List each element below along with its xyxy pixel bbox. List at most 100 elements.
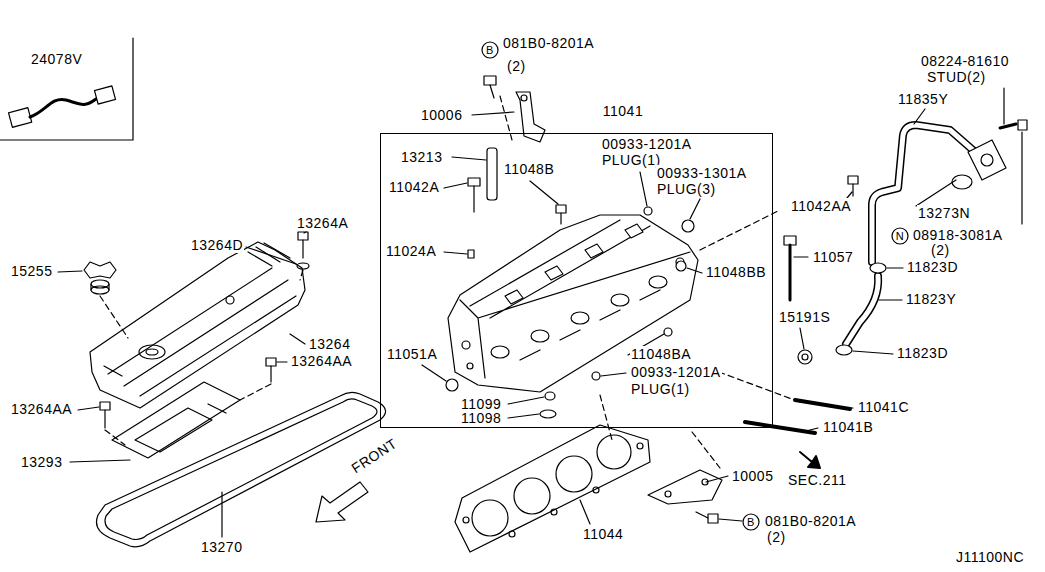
leader-line xyxy=(290,334,305,344)
valve-cover-drawing xyxy=(139,345,165,359)
head-gasket-drawing xyxy=(597,435,631,469)
plug-drawing xyxy=(545,392,555,400)
head-gasket-drawing xyxy=(455,425,650,552)
dashed-assembly-line xyxy=(692,432,720,468)
pipe-drawing xyxy=(872,120,1027,262)
callout-number: 10005 xyxy=(731,468,774,484)
bolt-drawing xyxy=(473,186,474,212)
inset-frame xyxy=(0,38,133,140)
dashed-assembly-line xyxy=(105,430,125,445)
callout-number: 11835Y xyxy=(897,91,949,107)
valve-cover-drawing xyxy=(226,296,234,304)
section-reference: SEC.211 xyxy=(787,472,848,488)
bolt-part-number: 081B0-8201A xyxy=(764,513,857,529)
dashed-assembly-line xyxy=(300,270,303,280)
cylinder-head-drawing xyxy=(491,346,509,358)
baffle-drawing xyxy=(112,382,240,458)
head-gasket-drawing xyxy=(455,425,650,552)
leader-line xyxy=(706,476,728,482)
valve-cover-drawing xyxy=(104,366,122,376)
oil-cap-drawing xyxy=(84,262,116,278)
bolt-drawing xyxy=(302,240,303,258)
leader-line xyxy=(794,256,808,257)
leader-line xyxy=(452,157,486,160)
leader-line xyxy=(853,351,893,354)
stud-part-number: 08224-81610 xyxy=(920,53,1010,69)
head-gasket-drawing xyxy=(514,478,550,514)
callout-number: 10006 xyxy=(420,107,463,123)
callout-number: 11024A xyxy=(385,243,437,259)
cylinder-head-drawing xyxy=(649,276,667,288)
bracket-drawing xyxy=(743,514,759,530)
harness-drawing xyxy=(9,86,116,127)
cylinder-head-drawing xyxy=(462,341,470,349)
leader-line xyxy=(422,365,446,381)
bolt-drawing xyxy=(100,402,110,410)
leader-line xyxy=(914,109,925,124)
plug-drawing xyxy=(446,207,694,418)
leader-line xyxy=(58,271,82,272)
front-arrow xyxy=(316,482,368,522)
valve-cover-drawing xyxy=(146,349,158,355)
head-gasket-drawing xyxy=(509,531,515,537)
gasket-drawing xyxy=(105,399,377,540)
bolt-drawing xyxy=(789,245,792,300)
circled-letter: B xyxy=(747,516,755,528)
bolt-drawing xyxy=(852,184,853,196)
callout-number: 13264AA xyxy=(290,353,353,369)
hose-drawing xyxy=(846,276,878,344)
harness-drawing xyxy=(9,108,32,128)
inset-frame xyxy=(0,38,133,140)
drawing-number: J11100NC xyxy=(955,549,1025,565)
valve-cover-drawing xyxy=(108,268,296,396)
callout-number: 15255 xyxy=(10,263,53,279)
harness-part-number: 24078V xyxy=(30,51,83,67)
pipe-drawing xyxy=(892,228,908,244)
cylinder-head-drawing xyxy=(505,224,643,304)
plug-drawing xyxy=(540,410,556,418)
plug-drawing xyxy=(664,328,672,336)
leader-line xyxy=(444,183,467,188)
pin-drawing xyxy=(487,148,497,200)
callout-number: 11051A xyxy=(386,346,438,362)
callout-number: 13264 xyxy=(308,336,351,352)
plug-part-number: 00933-1201A xyxy=(630,364,722,380)
hose-drawing xyxy=(836,345,852,355)
callout-number: 13213 xyxy=(400,149,443,165)
bolt-drawing xyxy=(556,205,566,213)
callout-number: 13264D xyxy=(190,237,244,253)
leader-line xyxy=(580,500,590,524)
cylinder-head-drawing xyxy=(467,363,473,369)
callout-number: 11057 xyxy=(812,249,854,265)
leader-line xyxy=(690,199,700,219)
quantity-note: (2) xyxy=(930,242,951,258)
plug-drawing xyxy=(676,261,686,271)
leader-line xyxy=(508,414,539,418)
bolt-drawing xyxy=(270,366,271,382)
callout-number: 11044 xyxy=(582,526,624,542)
leader-line xyxy=(277,361,287,362)
gasket-drawing xyxy=(97,392,386,546)
plug-quantity: PLUG(1) xyxy=(630,381,691,397)
bolt-drawing xyxy=(848,176,858,184)
bolt-drawing xyxy=(104,410,105,428)
leader-line xyxy=(887,267,903,268)
pipe-drawing xyxy=(1018,120,1027,130)
group-part-number: 11041 xyxy=(601,103,645,119)
leader-line xyxy=(601,373,626,376)
callout-number: 11823Y xyxy=(905,291,957,307)
quantity-note: (2) xyxy=(506,58,527,74)
callout-number: 11048BB xyxy=(705,264,767,280)
circled-letter: B xyxy=(486,44,494,56)
harness-drawing xyxy=(30,99,96,117)
pipe-drawing xyxy=(968,140,1006,180)
head-gasket-drawing xyxy=(551,509,557,515)
dashed-assembly-line xyxy=(700,210,780,250)
dashed-assembly-line xyxy=(240,384,271,400)
callout-number: 13264A xyxy=(296,215,349,231)
bolt-drawing xyxy=(784,176,858,300)
leader-line xyxy=(640,172,647,206)
hose-drawing xyxy=(846,276,878,344)
head-gasket-drawing xyxy=(472,500,508,536)
